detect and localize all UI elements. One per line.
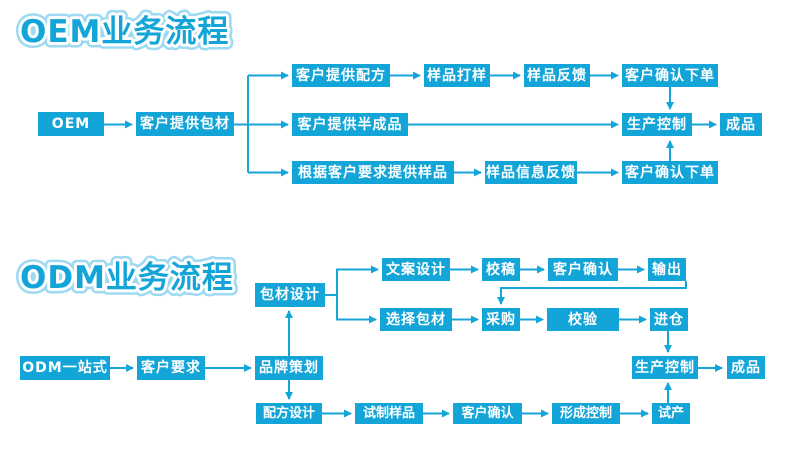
node-odm-proofreading: 校稿 [482, 258, 520, 281]
oem-title-glow: OEM业务流程 [20, 14, 229, 50]
node-odm-brand-planning: 品牌策划 [255, 356, 323, 380]
oem-title-text: OEM业务流程 [20, 14, 229, 50]
node-odm-trial-production: 试产 [652, 403, 690, 424]
node-oem-sample-info-feedback: 样品信息反馈 [485, 161, 577, 184]
node-oem-sample-feedback: 样品反馈 [524, 64, 590, 87]
node-oem-packaging: 客户提供包材 [136, 112, 234, 136]
node-odm-purchase: 采购 [482, 308, 520, 331]
node-oem-finished-product: 成品 [720, 113, 762, 136]
node-odm-finished-product: 成品 [727, 356, 765, 379]
node-odm-trial-sample: 试制样品 [355, 403, 423, 424]
node-odm-production-control: 生产控制 [632, 356, 698, 379]
node-odm-output: 输出 [648, 258, 686, 281]
node-oem-start: OEM [38, 112, 104, 136]
node-oem-formula: 客户提供配方 [292, 64, 390, 87]
oem-section-title: OEM业务流程 OEM业务流程 [15, 9, 234, 56]
node-odm-formula-design: 配方设计 [256, 403, 322, 424]
node-odm-select-packaging: 选择包材 [380, 308, 452, 331]
odm-section-title: ODM业务流程 ODM业务流程 [15, 255, 239, 302]
node-odm-client-confirm-c: 客户确认 [453, 403, 522, 424]
node-oem-sample-making: 样品打样 [424, 64, 490, 87]
node-odm-client-confirm-a: 客户确认 [548, 258, 618, 281]
node-oem-sample-by-request: 根据客户要求提供样品 [292, 161, 454, 184]
node-odm-requirement: 客户要求 [137, 356, 205, 380]
node-odm-verification: 校验 [547, 308, 619, 331]
node-odm-package-design: 包材设计 [255, 283, 325, 307]
node-oem-production-control: 生产控制 [622, 113, 692, 136]
node-odm-start: ODM一站式 [20, 356, 110, 380]
node-oem-semifinished: 客户提供半成品 [292, 113, 408, 136]
odm-title-text: ODM业务流程 [20, 260, 234, 296]
node-odm-copy-design: 文案设计 [382, 258, 450, 281]
node-oem-confirm-order-bottom: 客户确认下单 [622, 161, 718, 184]
node-odm-warehouse-in: 进仓 [650, 308, 688, 331]
node-oem-confirm-order-top: 客户确认下单 [622, 64, 718, 87]
odm-title-glow: ODM业务流程 [20, 260, 234, 296]
node-odm-process-control: 形成控制 [552, 403, 620, 424]
